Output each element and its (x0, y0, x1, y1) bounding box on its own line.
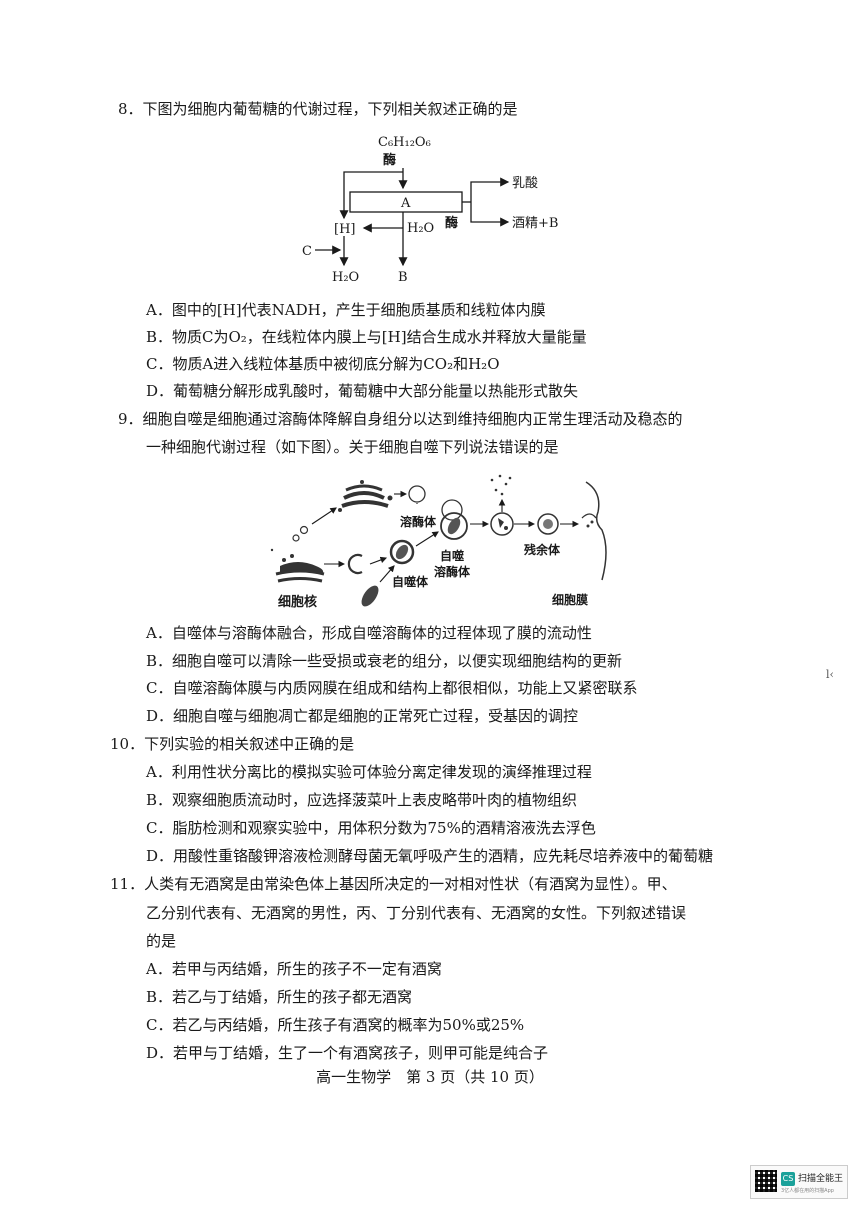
q10-option-a: A．利用性状分离比的模拟实验可体验分离定律发现的演绎推理过程 (146, 763, 592, 781)
released-particles (490, 474, 512, 496)
q10-option-d: D．用酸性重铬酸钾溶液检测酵母菌无氧呼吸产生的酒精，应先耗尽培养液中的葡萄糖 (146, 847, 714, 865)
q11-option-c: C．若乙与丙结婚，所生孩子有酒窝的概率为50%或25% (146, 1016, 525, 1034)
q9-option-b: B．细胞自噬可以清除一些受损或衰老的组分，以便实现细胞结构的更新 (146, 652, 623, 670)
lactic-acid-label: 乳酸 (512, 176, 538, 191)
c-label: C (302, 244, 312, 259)
autophagosome-label: 自噬体 (392, 574, 429, 589)
vesicle-small-2 (299, 525, 309, 535)
vesicle-small (292, 534, 300, 542)
q11-option-b: B．若乙与丁结婚，所生的孩子都无酒窝 (146, 988, 413, 1006)
enzyme-right-label: 酶 (445, 215, 458, 231)
scanner-watermark: CS 扫描全能王 3亿人都在用的扫描App (750, 1165, 848, 1199)
q8-option-b: B．物质C为O₂，在线粒体内膜上与[H]结合生成水并释放大量能量 (146, 328, 587, 346)
q9-stem-line1: 9．细胞自噬是细胞通过溶酶体降解自身组分以达到维持细胞内正常生理活动及稳态的 (118, 410, 683, 428)
q11-stem-line2: 乙分别代表有、无酒窝的男性，丙、丁分别代表有、无酒窝的女性。下列叙述错误 (146, 904, 687, 922)
q9-option-d: D．细胞自噬与细胞凋亡都是细胞的正常死亡过程，受基因的调控 (146, 707, 579, 725)
branch-to-alcohol-arrow (470, 202, 510, 227)
q9-stem-line2: 一种细胞代谢过程（如下图）。关于细胞自噬下列说法错误的是 (146, 438, 559, 456)
autophagy-diagram: 细胞核 溶酶体 自噬体 (270, 474, 607, 610)
box-a-label: A (400, 196, 411, 211)
page-footer: 高一生物学 第 3 页（共 10 页） (316, 1068, 544, 1086)
branch-to-lactic-arrow (470, 177, 510, 202)
glucose-to-h-arrow (339, 171, 403, 220)
nucleus-to-golgi-arrow (311, 507, 337, 525)
autolysosome-shape (440, 499, 468, 540)
autophagosome-shape (389, 539, 415, 565)
margin-mark: l‹ (826, 668, 834, 681)
glucose-metabolism-diagram: C₆H₁₂O₆ 酶 A 酶 乳酸 酒精+B H₂O [H] C H₂O B (302, 135, 558, 285)
q8-option-c: C．物质A进入线粒体基质中被彻底分解为CO₂和H₂O (146, 355, 500, 373)
qr-code-icon (755, 1170, 777, 1192)
golgi-shape (338, 480, 393, 512)
scanner-name: 扫描全能王 (798, 1174, 844, 1184)
q9-option-c: C．自噬溶酶体膜与内质网膜在组成和结构上都很相似，功能上又紧密联系 (146, 679, 638, 697)
cell-membrane-label: 细胞膜 (552, 592, 588, 607)
q10-option-c: C．脂肪检测和观察实验中，用体积分数为75%的酒精溶液洗去浮色 (146, 819, 596, 837)
q8-stem: 8．下图为细胞内葡萄糖的代谢过程，下列相关叙述正确的是 (118, 100, 518, 118)
scanner-logo-icon: CS (781, 1172, 795, 1186)
nucleus-shape (270, 548, 325, 583)
glucose-label: C₆H₁₂O₆ (378, 135, 431, 150)
residual-body-shape (537, 513, 559, 535)
q11-option-d: D．若甲与丁结婚，生了一个有酒窝孩子，则甲可能是纯合子 (146, 1044, 549, 1062)
b-bottom-label: B (398, 270, 408, 285)
mito-to-autophagosome-arrow (379, 565, 395, 583)
autolysosome-label-2: 溶酶体 (434, 564, 471, 579)
autolysosome-label-1: 自噬 (440, 548, 464, 563)
enzyme-top-label: 酶 (383, 152, 396, 168)
digesting-vesicle-shape (490, 512, 514, 536)
q10-option-b: B．观察细胞质流动时，应选择菠菜叶上表皮略带叶肉的植物组织 (146, 791, 578, 809)
q11-stem-line3: 的是 (146, 932, 177, 950)
q11-option-a: A．若甲与丙结婚，所生的孩子不一定有酒窝 (146, 960, 442, 978)
phagophore-shape (347, 553, 363, 575)
q8-option-a: A．图中的[H]代表NADH，产生于细胞质基质和线粒体内膜 (146, 301, 546, 319)
h2o-mid-label: H₂O (407, 221, 434, 236)
nucleus-label: 细胞核 (278, 594, 317, 610)
scanner-tagline: 3亿人都在用的扫描App (781, 1188, 834, 1194)
lysosome-circle (408, 485, 426, 503)
alcohol-b-label: 酒精+B (512, 216, 558, 231)
q11-stem-line1: 11．人类有无酒窝是由常染色体上基因所决定的一对相对性状（有酒窝为显性）。甲、 (110, 875, 677, 893)
q9-option-a: A．自噬体与溶酶体融合，形成自噬溶酶体的过程体现了膜的流动性 (146, 624, 592, 642)
h2o-bottom-label: H₂O (332, 270, 359, 285)
q10-stem: 10．下列实验的相关叙述中正确的是 (110, 735, 355, 753)
cell-membrane-shape (581, 481, 607, 581)
q8-option-d: D．葡萄糖分解形成乳酸时，葡萄糖中大部分能量以热能形式散失 (146, 382, 579, 400)
mitochondrion-shape (361, 585, 379, 607)
residual-body-label: 残余体 (524, 542, 561, 557)
phagophore-to-autophagosome-arrow (369, 556, 388, 565)
h-label: [H] (334, 222, 355, 237)
autophagosome-to-autolysosome-arrow (415, 531, 439, 547)
lysosome-label: 溶酶体 (400, 514, 437, 529)
